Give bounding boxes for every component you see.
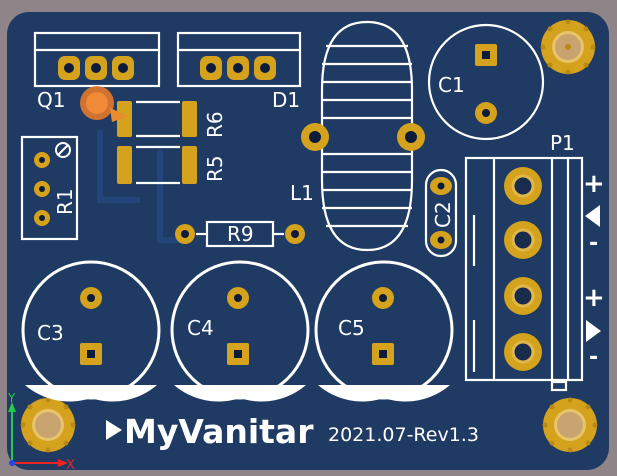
brand-label: MyVanitar [124, 412, 314, 451]
c1-footprint [427, 23, 545, 141]
l1-label: L1 [290, 181, 314, 205]
l1-footprint [301, 20, 425, 252]
axis-x-label: X [66, 458, 75, 472]
copper-trace [97, 130, 140, 203]
r5-label: R5 [203, 155, 227, 182]
c5-footprint [314, 260, 454, 402]
r1-footprint [20, 135, 79, 241]
r6-label: R6 [203, 111, 227, 138]
polarity-minus-bottom: - [589, 345, 598, 370]
axis-y-label: Y [7, 391, 16, 405]
polarity-minus-top: - [589, 231, 598, 256]
pcb-board [7, 12, 609, 470]
polarity-arrow-bottom-icon [586, 320, 601, 342]
c2-footprint [424, 168, 458, 258]
r9-footprint [175, 220, 305, 248]
axis-indicator [8, 402, 68, 467]
d1-label: D1 [272, 88, 300, 112]
r5-footprint [117, 145, 197, 185]
r9-label: R9 [227, 222, 254, 246]
r1-label: R1 [53, 188, 77, 215]
c2-label: C2 [431, 201, 455, 228]
d1-footprint [176, 31, 302, 88]
mounting-hole-bottom-right [542, 397, 598, 453]
p1-label: P1 [550, 131, 575, 155]
copper-trace [157, 150, 185, 243]
polarity-arrow-top-icon [585, 205, 600, 227]
mounting-hole-top-right [540, 19, 596, 75]
selection-marker [80, 86, 128, 122]
q1-label: Q1 [37, 88, 65, 112]
c3-footprint [21, 260, 161, 402]
polarity-plus-bottom: + [583, 283, 605, 313]
revision-label: 2021.07-Rev1.3 [328, 424, 479, 446]
p1-footprint [464, 156, 584, 392]
c4-label: C4 [187, 316, 214, 340]
c5-label: C5 [338, 316, 365, 340]
c3-label: C3 [37, 321, 64, 345]
r6-footprint [117, 100, 197, 138]
c1-label: C1 [438, 73, 465, 97]
mounting-hole-bottom-left [20, 397, 76, 453]
polarity-plus-top: + [583, 169, 605, 199]
c4-footprint [170, 260, 310, 402]
brand-arrow-icon [106, 420, 122, 440]
